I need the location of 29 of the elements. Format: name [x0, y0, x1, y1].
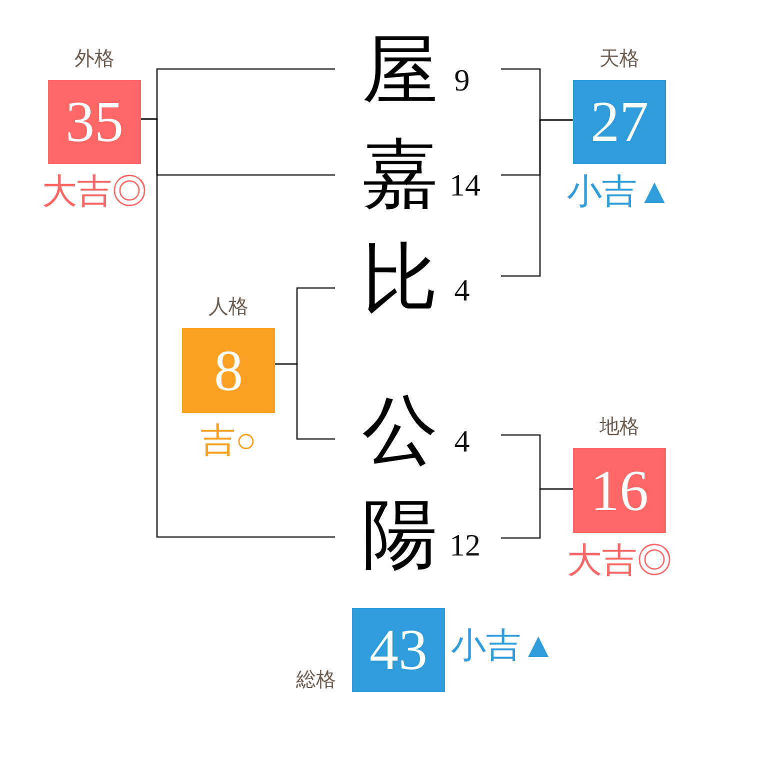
fortune-label: 大吉◎	[567, 541, 672, 581]
name-character: 屋	[362, 33, 438, 109]
connector-line	[141, 118, 335, 538]
category-label: 総格	[296, 668, 336, 692]
score-number: 16	[590, 462, 648, 520]
stroke-count: 9	[454, 64, 470, 96]
fortune-label: 小吉▲	[451, 626, 556, 666]
stroke-count: 12	[450, 530, 480, 560]
connector-line	[501, 488, 573, 539]
score-number: 43	[370, 621, 428, 679]
stroke-count: 14	[450, 170, 480, 200]
name-character: 陽	[362, 497, 438, 573]
name-character: 嘉	[362, 137, 438, 213]
fortune-label: 大吉◎	[42, 172, 147, 212]
fortune-label: 小吉▲	[567, 172, 672, 212]
score-number: 27	[590, 93, 648, 151]
score-number: 35	[66, 93, 124, 151]
name-character: 公	[362, 393, 438, 469]
name-character: 比	[362, 241, 438, 317]
category-label: 人格	[208, 295, 248, 319]
connector-line	[275, 363, 335, 440]
stroke-count: 4	[454, 426, 470, 456]
fortune-label: 吉○	[200, 421, 257, 461]
score-number: 8	[214, 342, 243, 400]
connector-line	[501, 119, 573, 277]
stroke-count: 4	[454, 274, 470, 306]
category-label: 地格	[600, 415, 640, 439]
category-label: 外格	[74, 47, 114, 71]
category-label: 天格	[600, 47, 640, 71]
